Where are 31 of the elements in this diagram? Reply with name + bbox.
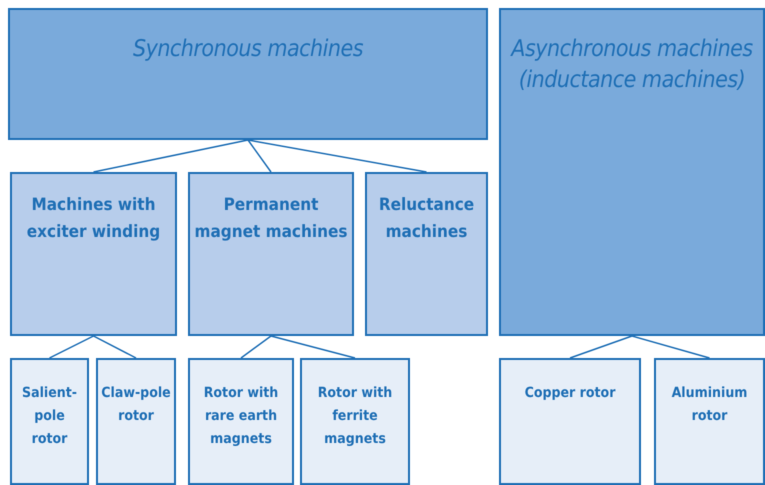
box-label: Salient-pole rotor [21,384,78,450]
rotor-box [300,358,410,485]
box-label: Reluctance machines [378,194,476,244]
box-label: Claw-pole rotor [101,384,171,426]
connector-line [632,335,710,359]
rotor-box [188,358,294,485]
category-box [499,8,765,336]
box-label: Asynchronous machines (inductance machines) [509,35,754,96]
group-box [10,172,177,336]
connector-line [248,139,427,173]
group-box [365,172,488,336]
box-label: Rotor with rare earth magnets [202,384,280,450]
connector-line [247,140,272,172]
rotor-box [499,358,641,485]
rotor-box [654,358,765,485]
box-label: Aluminium rotor [670,384,748,426]
connector-line [93,139,248,173]
connector-line [270,335,356,359]
box-label: Copper rotor [524,384,616,403]
connector-line [570,335,632,359]
category-box [8,8,488,140]
box-label: Permanent magnet machines [194,194,348,244]
group-box [188,172,354,336]
connector-line [240,335,272,359]
box-label: Synchronous machines [132,35,364,64]
box-label: Rotor with ferrite magnets [316,384,394,450]
connector-line [93,335,136,359]
connector-line [49,335,94,359]
rotor-box [10,358,89,485]
box-label: Machines with exciter winding [26,194,162,244]
rotor-box [96,358,176,485]
